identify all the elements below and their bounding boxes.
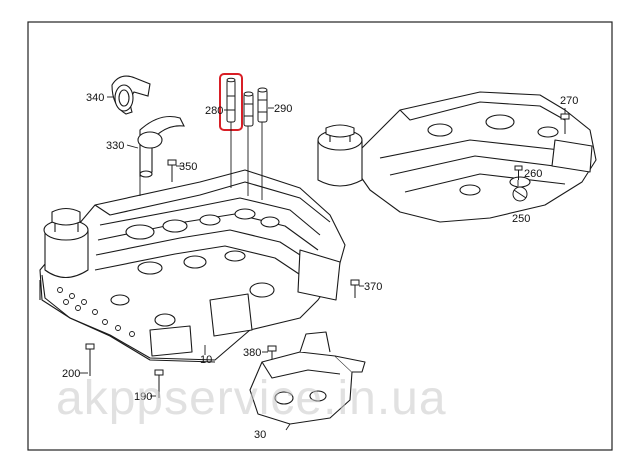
part-250-clip — [512, 186, 528, 202]
callout-200: 200 — [62, 368, 80, 380]
callout-370: 370 — [364, 281, 382, 293]
drawing-frame — [27, 21, 613, 451]
callout-350: 350 — [179, 161, 197, 173]
part-280-tube — [226, 77, 236, 123]
callout-labels: 340 280 290 270 330 350 260 250 370 380 … — [62, 92, 578, 441]
callout-340: 340 — [86, 92, 104, 104]
valve-body-upper — [317, 91, 597, 223]
watermark-text: akppservice.in.ua — [56, 372, 447, 425]
callout-260: 260 — [524, 168, 542, 180]
leader-lines — [80, 96, 566, 431]
callout-10: 10 — [200, 354, 212, 366]
callout-380: 380 — [243, 347, 261, 359]
bolts — [85, 113, 570, 398]
callout-250: 250 — [512, 213, 530, 225]
callout-270: 270 — [560, 95, 578, 107]
valve-body-main — [39, 169, 346, 363]
callout-290: 290 — [274, 103, 292, 115]
part-340-elbow — [111, 75, 151, 115]
callout-280: 280 — [205, 105, 223, 117]
callout-330: 330 — [106, 140, 124, 152]
part-290-tubes — [243, 87, 268, 127]
callout-190: 190 — [134, 391, 152, 403]
plate-holes — [57, 287, 135, 337]
part-330-pipe — [137, 115, 185, 178]
callout-30: 30 — [254, 429, 266, 441]
part-30-bracket — [249, 331, 366, 425]
